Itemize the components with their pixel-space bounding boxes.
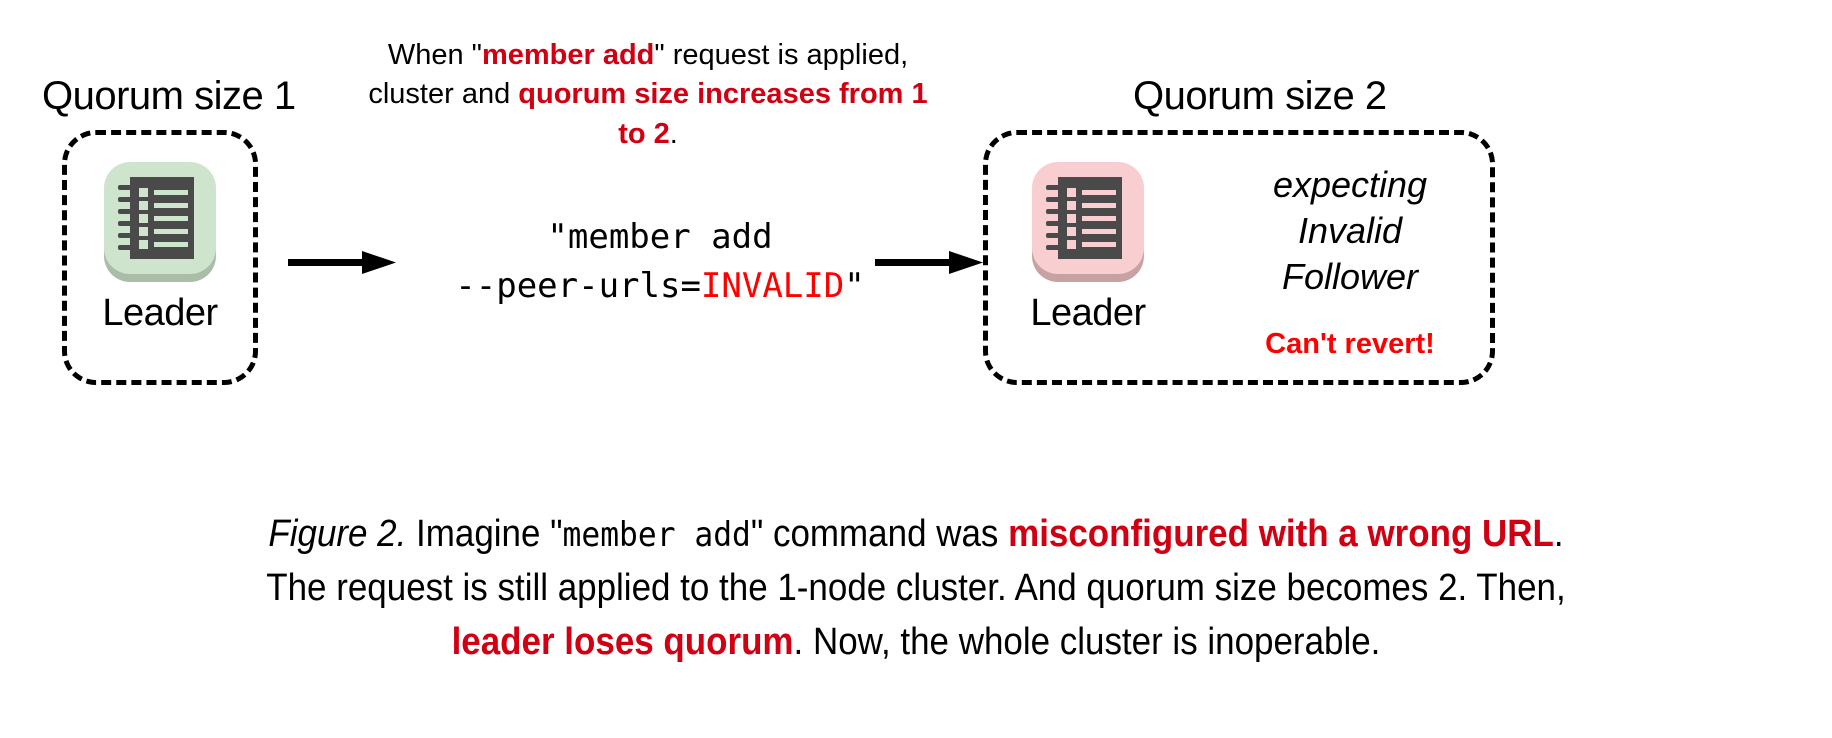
status-line-invalid: Invalid (1297, 210, 1403, 252)
etcd-node-icon (118, 177, 194, 259)
node-icon-tile-left (104, 162, 216, 274)
status-line-expecting: expecting (1272, 164, 1428, 205)
explanation-part-3: . (669, 117, 678, 150)
caption-line-1: Figure 2. Imagine "member add" command w… (134, 508, 1698, 562)
explanation-text: When "member add" request is applied, cl… (352, 36, 944, 154)
explanation-highlight-member-add: member add (481, 39, 655, 71)
caption-highlight-misconfigured: misconfigured with a wrong URL (1008, 513, 1554, 555)
quorum-size-label-right: Quorum size 2 (1133, 74, 1387, 118)
cant-revert-warning: Can't revert! (1265, 328, 1435, 360)
node-icon-wrap-right (1029, 158, 1147, 282)
caption-seg-1: Imagine " (406, 513, 563, 555)
node-left: Leader (92, 158, 228, 332)
node-label-right: Leader (1030, 292, 1146, 334)
cluster-box-right (983, 130, 1495, 385)
caption-highlight-leader-loses-quorum: leader loses quorum (451, 620, 794, 663)
command-line-2: --peer-urls=INVALID" (430, 262, 890, 311)
explanation-highlight-quorum-increase: quorum size increases from 1 to 2 (518, 78, 928, 150)
etcd-node-icon (1046, 177, 1122, 259)
caption-mono-member-add: member add (562, 515, 751, 555)
command-invalid-token: INVALID (700, 266, 845, 307)
caption-seg-4: . Now, the whole cluster is inoperable. (793, 620, 1381, 663)
arrow-right-1-icon (288, 248, 398, 278)
follower-status-text: expecting Invalid Follower (1215, 162, 1485, 300)
explanation-part-2: " request is applied, cluster and (368, 39, 909, 111)
arrow-right-2-icon (875, 248, 985, 278)
status-line-follower: Follower (1281, 256, 1419, 298)
caption-line-2: The request is still applied to the 1-no… (266, 566, 1566, 609)
node-right: Leader (1020, 158, 1156, 332)
caption-line-3: leader loses quorum. Now, the whole clus… (134, 616, 1698, 670)
explanation-part-1: When " (387, 39, 482, 71)
caption-figure-label: Figure 2. (268, 513, 407, 555)
caption-seg-3: . (1553, 513, 1564, 555)
quorum-size-label-left: Quorum size 1 (42, 74, 296, 118)
cluster-box-left (62, 130, 258, 385)
command-line-1: "member add (547, 217, 773, 257)
node-label-left: Leader (102, 292, 218, 334)
caption-seg-2: " command was (750, 513, 1009, 555)
figure-caption: Figure 2. Imagine "member add" command w… (134, 508, 1698, 670)
node-icon-wrap-left (101, 158, 219, 282)
command-line-2-prefix: --peer-urls= (455, 266, 701, 307)
node-icon-tile-right (1032, 162, 1144, 274)
command-text: "member add --peer-urls=INVALID" (430, 213, 890, 312)
command-line-2-suffix: " (844, 266, 865, 307)
